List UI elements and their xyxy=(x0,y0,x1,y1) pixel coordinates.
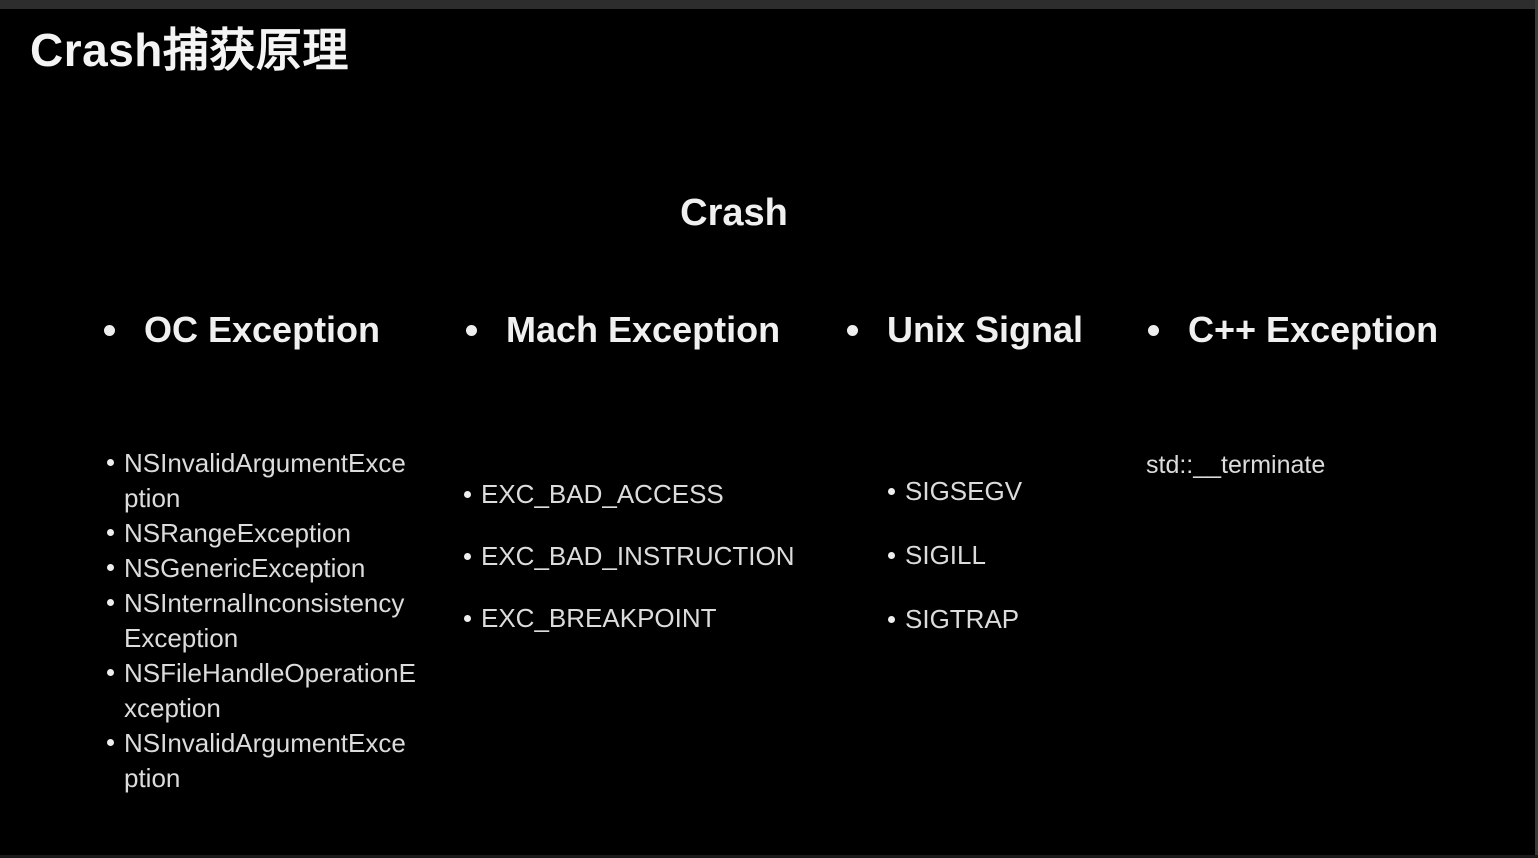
bullet-icon xyxy=(1148,324,1159,336)
list-item: SIGILL xyxy=(888,539,1022,571)
unix-signal-list: SIGSEGV SIGILL SIGTRAP xyxy=(888,475,1022,667)
list-item-text: NSGenericException xyxy=(124,553,366,583)
list-item: NSInvalidArgumentException xyxy=(107,446,422,516)
bullet-icon xyxy=(107,459,114,466)
list-item: NSInvalidArgumentException xyxy=(107,726,422,796)
column-header-label: Mach Exception xyxy=(506,309,781,350)
list-item-text: NSInvalidArgumentException xyxy=(124,728,406,793)
slide-title: Crash捕获原理 xyxy=(30,24,349,76)
bullet-icon xyxy=(847,324,858,336)
oc-exception-list: NSInvalidArgumentException NSRangeExcept… xyxy=(107,446,422,796)
bullet-icon xyxy=(464,553,471,560)
window-right-edge xyxy=(1535,0,1538,858)
list-item: EXC_BAD_INSTRUCTION xyxy=(464,540,795,572)
list-item: SIGSEGV xyxy=(888,475,1022,507)
column-header-label: C++ Exception xyxy=(1188,309,1439,350)
bullet-icon xyxy=(888,616,895,623)
list-item: NSGenericException xyxy=(107,551,422,586)
bullet-icon xyxy=(104,324,115,336)
bullet-icon xyxy=(107,564,114,571)
list-item: NSInternalInconsistencyException xyxy=(107,586,422,656)
mach-exception-list: EXC_BAD_ACCESS EXC_BAD_INSTRUCTION EXC_B… xyxy=(464,478,795,664)
column-header-oc-exception: OC Exception xyxy=(104,308,380,352)
list-item-text: NSFileHandleOperationException xyxy=(124,658,416,723)
column-header-mach-exception: Mach Exception xyxy=(466,308,780,352)
bullet-icon xyxy=(888,488,895,495)
bullet-icon xyxy=(464,491,471,498)
column-header-cpp-exception: C++ Exception xyxy=(1148,308,1438,352)
list-item-text: std::__terminate xyxy=(1146,451,1326,479)
cpp-exception-list: std::__terminate xyxy=(1146,449,1325,481)
column-header-unix-signal: Unix Signal xyxy=(847,308,1083,352)
list-item: SIGTRAP xyxy=(888,603,1022,635)
list-item-text: SIGTRAP xyxy=(905,604,1020,634)
bullet-icon xyxy=(888,552,895,559)
bullet-icon xyxy=(107,669,114,676)
bullet-icon xyxy=(107,599,114,606)
list-item: NSRangeException xyxy=(107,516,422,551)
list-item-text: SIGILL xyxy=(905,540,986,570)
list-item-text: NSRangeException xyxy=(124,518,351,548)
list-item-text: NSInternalInconsistencyException xyxy=(124,588,405,653)
list-item: EXC_BAD_ACCESS xyxy=(464,478,795,510)
list-item-text: EXC_BAD_INSTRUCTION xyxy=(481,541,795,571)
bullet-icon xyxy=(107,739,114,746)
list-item-text: EXC_BAD_ACCESS xyxy=(481,479,724,509)
bullet-icon xyxy=(466,324,477,336)
window-top-bar xyxy=(0,0,1538,9)
bullet-icon xyxy=(107,529,114,536)
list-item: NSFileHandleOperationException xyxy=(107,656,422,726)
list-item-text: NSInvalidArgumentException xyxy=(124,448,406,513)
column-header-label: Unix Signal xyxy=(887,309,1084,350)
list-item: EXC_BREAKPOINT xyxy=(464,602,795,634)
column-header-label: OC Exception xyxy=(144,309,381,350)
list-item-text: SIGSEGV xyxy=(905,476,1023,506)
window-bottom-edge xyxy=(0,855,1538,858)
list-item-text: EXC_BREAKPOINT xyxy=(481,603,717,633)
bullet-icon xyxy=(464,615,471,622)
crash-heading: Crash xyxy=(680,192,788,234)
